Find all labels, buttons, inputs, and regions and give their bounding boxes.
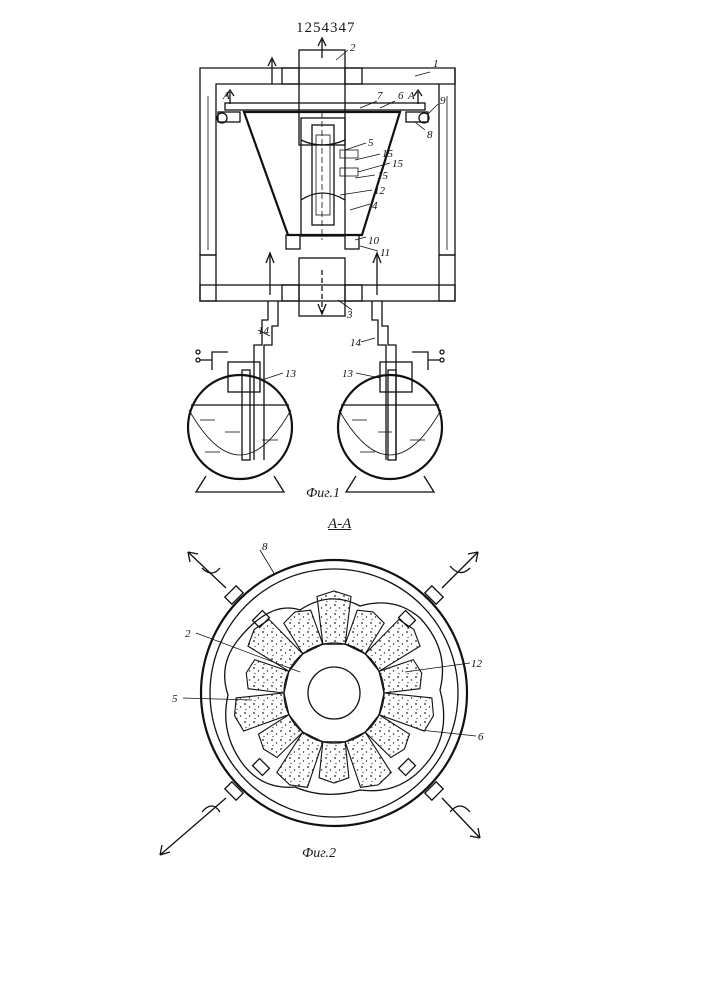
refractory-segments-5 xyxy=(235,591,434,787)
label-10: 10 xyxy=(368,235,380,247)
refractory-block xyxy=(319,742,349,783)
fig2-label-5: 5 xyxy=(172,693,178,705)
vessel-left xyxy=(188,350,292,492)
gas-pipe-right xyxy=(372,253,396,460)
fig2-label-8: 8 xyxy=(262,541,268,553)
section-mark-right: А xyxy=(407,90,415,102)
label-11: 11 xyxy=(380,247,390,259)
label-6: 6 xyxy=(398,90,404,102)
label-13-left: 13 xyxy=(285,368,297,380)
fig2-label-2: 2 xyxy=(185,628,191,640)
label-9: 9 xyxy=(440,95,446,107)
label-12: 12 xyxy=(374,185,386,197)
heater-12 xyxy=(312,125,334,225)
section-mark-left: А xyxy=(222,90,230,102)
shaft-2 xyxy=(282,38,362,145)
disc-7 xyxy=(225,103,425,110)
label-2: 2 xyxy=(350,42,356,54)
figure-1: 1 2 3 4 5 6 7 8 9 10 11 12 13 13 14 14 1… xyxy=(188,38,455,492)
figure-2: 8 2 5 12 6 xyxy=(160,541,484,855)
core-12 xyxy=(284,643,384,743)
label-15-b: 15 xyxy=(392,158,404,170)
refractory-block xyxy=(317,591,351,644)
label-5: 5 xyxy=(368,137,374,149)
fig2-label-6: 6 xyxy=(478,731,484,743)
label-14-left: 14 xyxy=(258,325,270,337)
label-7: 7 xyxy=(377,90,383,102)
shaft-3 xyxy=(282,258,362,316)
label-15-c: 15 xyxy=(377,170,389,182)
label-4: 4 xyxy=(372,200,378,212)
label-1: 1 xyxy=(433,58,439,70)
label-14-right: 14 xyxy=(350,337,362,349)
label-3: 3 xyxy=(346,309,353,321)
label-13-right: 13 xyxy=(342,368,354,380)
shaft-2-section xyxy=(308,667,360,719)
vessel-right xyxy=(338,350,444,492)
label-8: 8 xyxy=(427,129,433,141)
fig2-label-12: 12 xyxy=(471,658,483,670)
gas-pipe-left xyxy=(254,253,278,460)
